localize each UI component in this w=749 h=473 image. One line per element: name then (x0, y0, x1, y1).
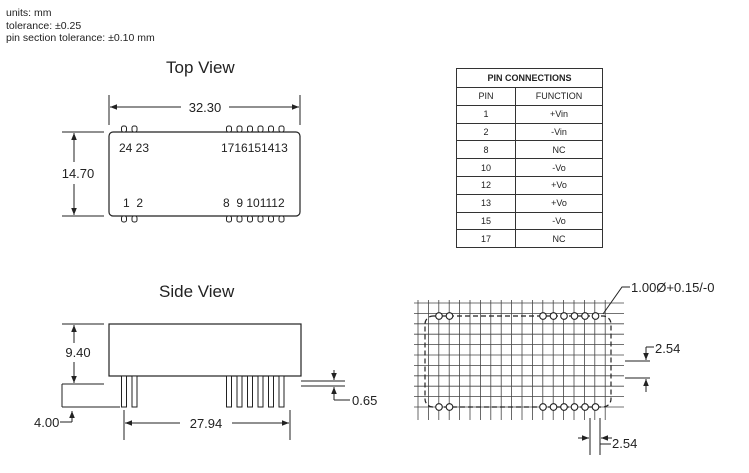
bottom-pin (226, 215, 232, 223)
side-pin (278, 375, 285, 408)
footprint-grid (414, 300, 624, 420)
pin-number-cell: 13 (456, 193, 516, 213)
footprint-view: 1.00Ø+0.15/-0 2.54 2.54 (414, 280, 714, 455)
footprint-hole (539, 312, 547, 320)
pin-function-cell: +Vo (515, 175, 603, 195)
side-pin (121, 375, 127, 408)
table-row: 2-Vin (456, 122, 603, 142)
pin-number-cell: 2 (456, 122, 516, 142)
table-row: 12+Vo (456, 175, 603, 195)
footprint-hole (435, 403, 443, 411)
footprint-hole (581, 403, 589, 411)
pin-label-17-13: 1716151413 (221, 141, 288, 155)
pin-function-cell: NC (515, 140, 603, 160)
top-view: 24 23 1716151413 1 2 8 9 101112 32.30 14… (62, 95, 301, 223)
side-view-title: Side View (159, 282, 235, 301)
function-column-header: FUNCTION (515, 87, 603, 106)
footprint-hole (560, 403, 568, 411)
vertical-pitch-dimension: 2.54 (655, 341, 680, 356)
bottom-pin (247, 215, 253, 223)
pin-number-cell: 1 (456, 104, 516, 124)
footprint-hole (560, 312, 568, 320)
footprint-hole (570, 403, 579, 411)
footprint-hole (549, 312, 558, 320)
pin-function-cell: +Vin (515, 104, 603, 124)
footprint-holes (435, 312, 600, 411)
pin-thickness-dimension: 0.65 (352, 393, 377, 408)
pin-function-cell: -Vin (515, 122, 603, 142)
pin-function-cell: +Vo (515, 193, 603, 213)
pin-number-cell: 17 (456, 229, 516, 249)
bottom-pin (268, 215, 274, 223)
pitch-span-dimension: 27.94 (190, 416, 223, 431)
tolerance-note: tolerance: ±0.25 (6, 19, 82, 32)
pin-number-cell: 8 (456, 140, 516, 160)
side-view-body (108, 323, 302, 377)
side-pin (268, 375, 274, 408)
footprint-outline (424, 315, 612, 408)
footprint-hole (445, 312, 454, 320)
footprint-hole (591, 403, 600, 411)
pin-tolerance-note: pin section tolerance: ±0.10 mm (6, 32, 155, 44)
side-pin (257, 375, 264, 408)
side-pin (236, 375, 243, 408)
footprint-hole (539, 403, 547, 411)
pin-function-cell: -Vo (515, 158, 603, 177)
side-pin (247, 375, 253, 408)
pin-function-cell: NC (515, 229, 603, 249)
top-pin (278, 125, 285, 133)
footprint-hole (445, 403, 454, 411)
table-row: 15-Vo (456, 211, 603, 231)
table-row: 10-Vo (456, 158, 603, 177)
bottom-pin (121, 215, 127, 223)
top-pin (236, 125, 243, 133)
top-view-title: Top View (166, 58, 235, 77)
pin-connections-caption: PIN CONNECTIONS (456, 68, 603, 88)
footprint-hole (591, 312, 600, 320)
horizontal-pitch-dimension: 2.54 (612, 436, 637, 451)
top-pin (226, 125, 232, 133)
top-view-body (108, 131, 301, 217)
side-view: 9.40 4.00 27.94 0.65 (34, 323, 377, 440)
bottom-pin (257, 215, 264, 223)
top-pin (247, 125, 253, 133)
top-pin (131, 125, 138, 133)
pin-label-24-23: 24 23 (119, 141, 149, 155)
pin-label-1-2: 1 2 (123, 196, 143, 210)
bottom-pin (131, 215, 138, 223)
bottom-pin (278, 215, 285, 223)
pin-function-cell: -Vo (515, 211, 603, 231)
top-height-dimension: 14.70 (62, 166, 95, 181)
top-pin (257, 125, 264, 133)
pin-column-header: PIN (456, 87, 516, 106)
top-view-pins-bottom (121, 215, 285, 223)
dimension-notes: units: mm tolerance: ±0.25 pin section t… (6, 7, 155, 45)
side-pin (226, 375, 232, 408)
pin-number-cell: 15 (456, 211, 516, 231)
footprint-hole (570, 312, 579, 320)
pin-number-cell: 10 (456, 158, 516, 177)
table-row: 1+Vin (456, 104, 603, 124)
table-row: 13+Vo (456, 193, 603, 213)
pin-length-dimension: 4.00 (34, 415, 59, 430)
side-view-pins (121, 375, 285, 408)
side-pin (131, 375, 138, 408)
top-pin (121, 125, 127, 133)
top-width-dimension: 32.30 (189, 100, 222, 115)
pin-number-cell: 12 (456, 175, 516, 195)
units-note: units: mm (6, 7, 52, 19)
top-view-pins-top (121, 125, 285, 133)
footprint-hole (549, 403, 558, 411)
footprint-hole (435, 312, 443, 320)
side-height-dimension: 9.40 (65, 345, 90, 360)
top-pin (268, 125, 274, 133)
footprint-hole (581, 312, 589, 320)
pin-connections-table: PIN CONNECTIONS PIN FUNCTION 1+Vin 2-Vin… (456, 68, 603, 249)
pin-label-8-12: 8 9 101112 (223, 196, 285, 210)
hole-diameter-dimension: 1.00Ø+0.15/-0 (631, 280, 714, 295)
bottom-pin (236, 215, 243, 223)
